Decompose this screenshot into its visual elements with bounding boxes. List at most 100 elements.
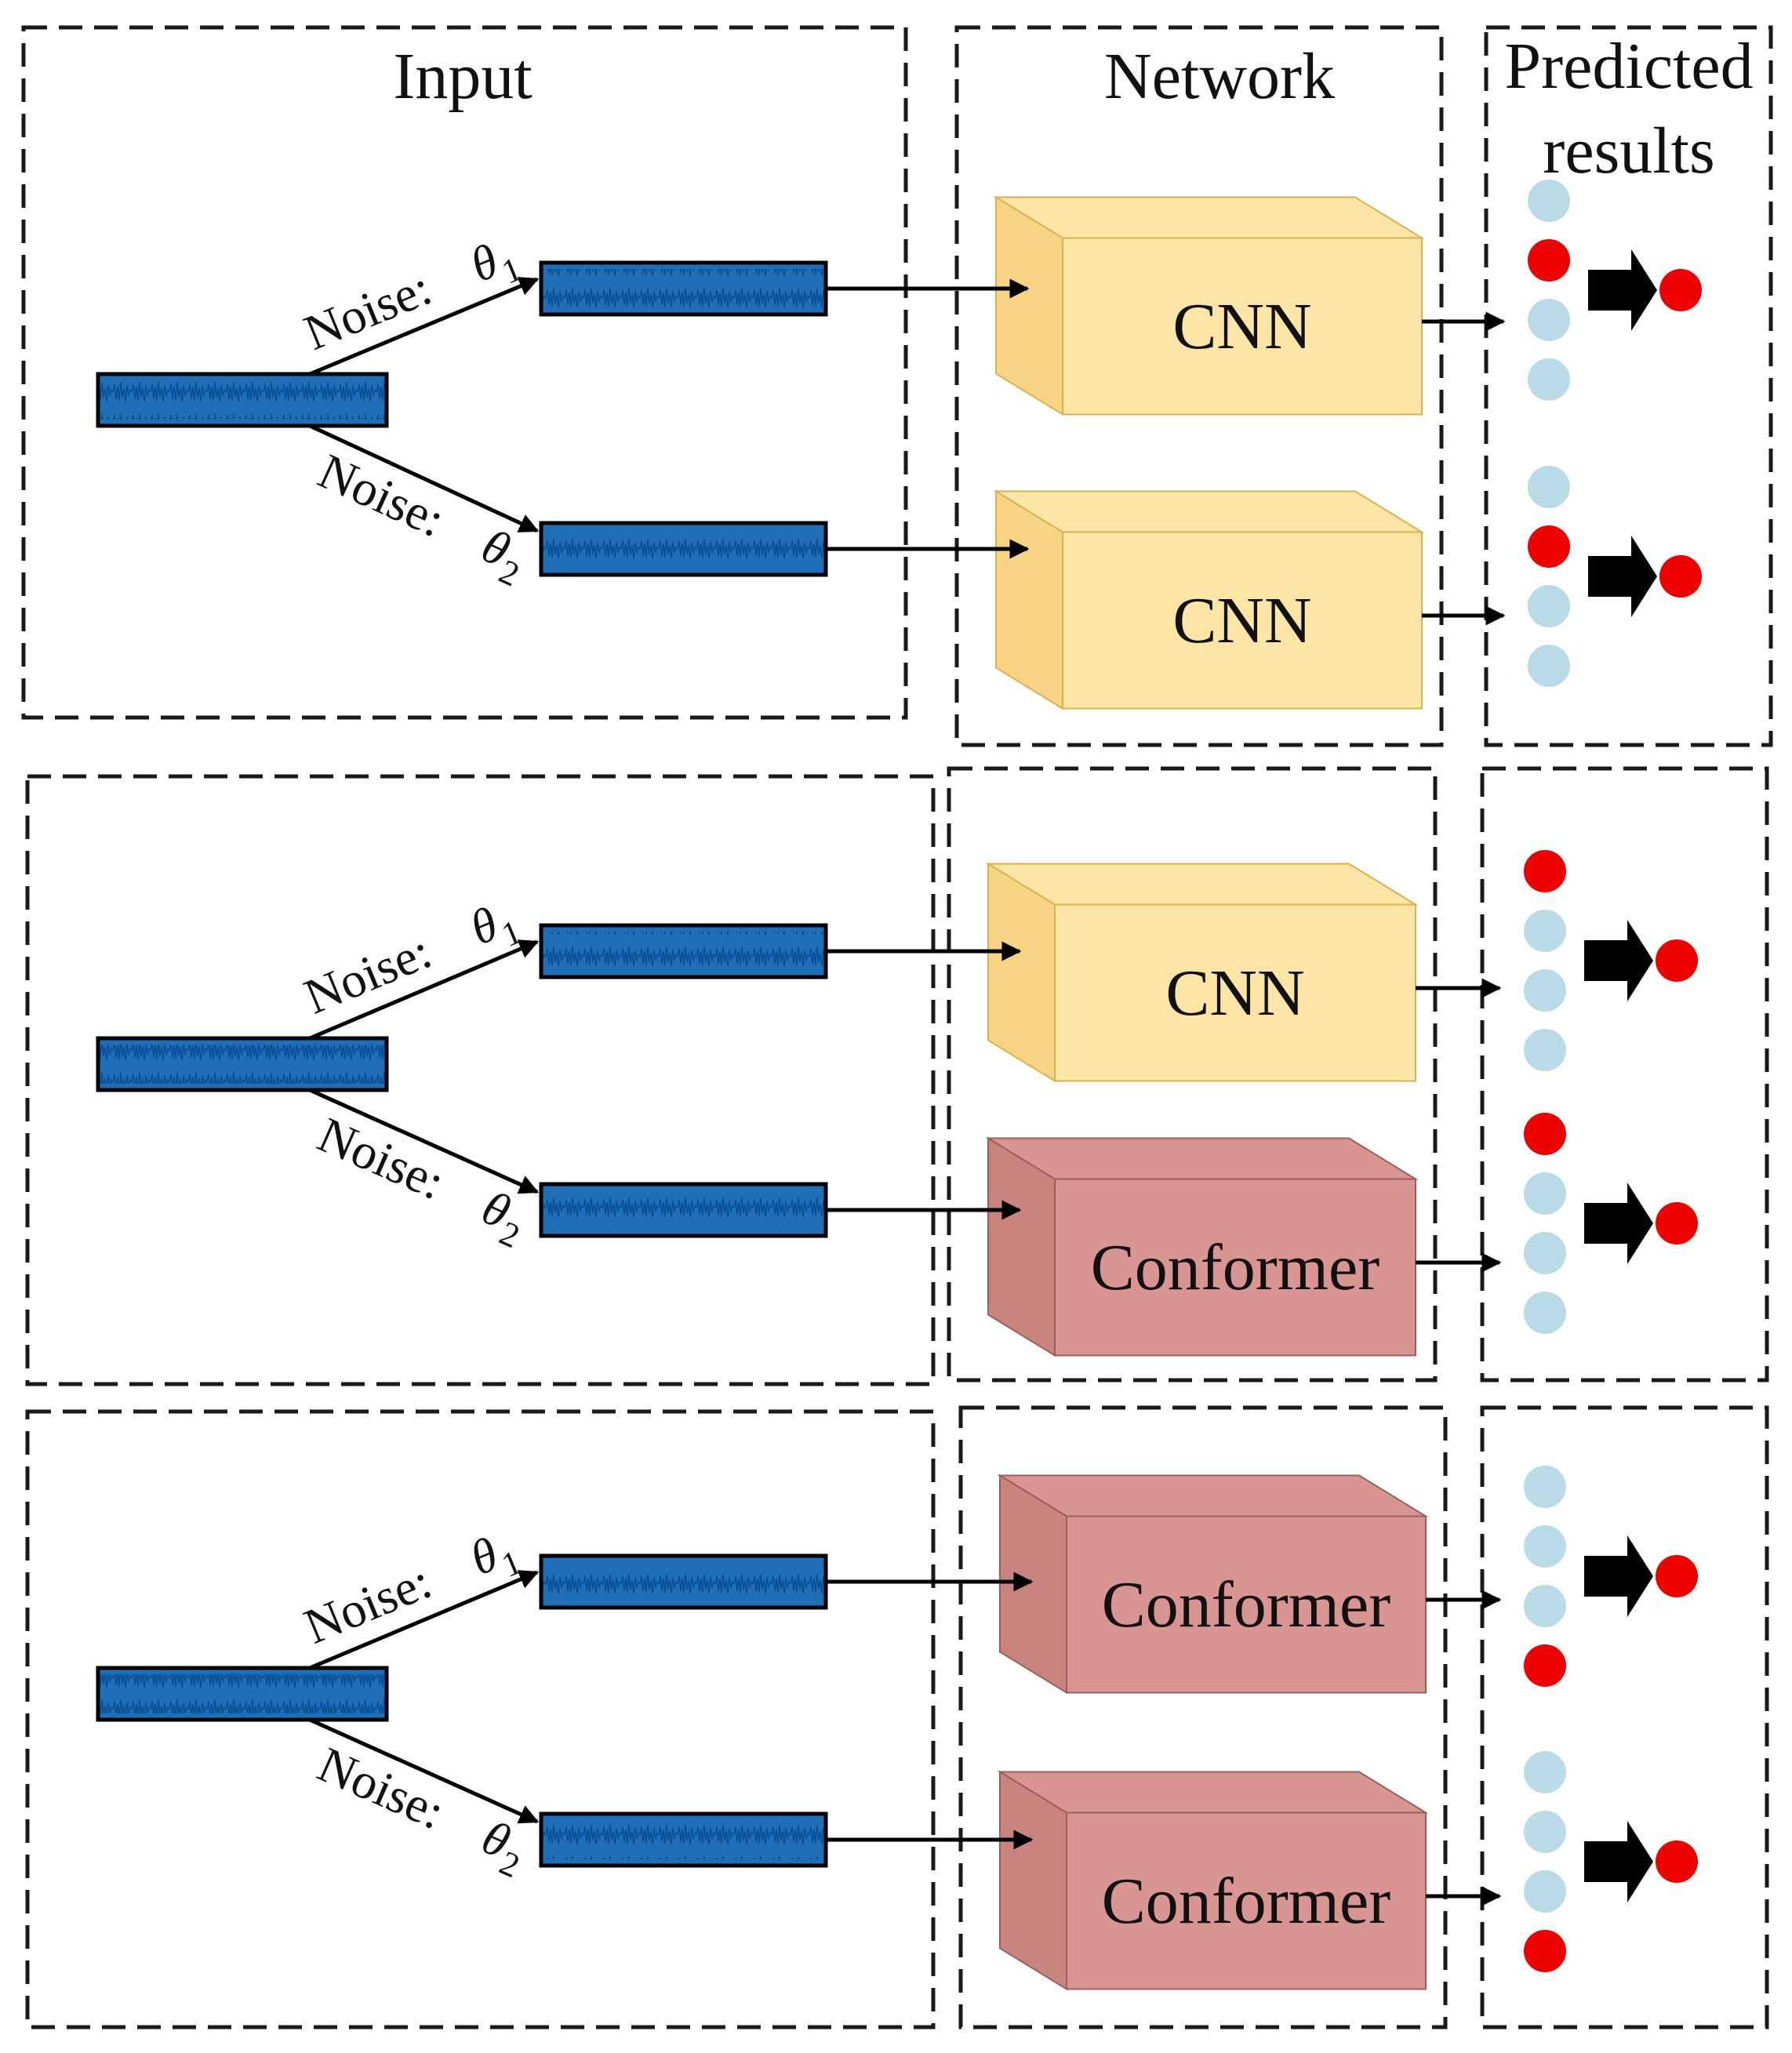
result-arrow <box>1584 1183 1653 1264</box>
cnn-label: CNN <box>1172 290 1311 363</box>
row-2-cnn-block-1: CNN <box>985 862 1419 1083</box>
signal-waveform <box>541 269 826 308</box>
cube-top-face <box>985 863 1419 906</box>
class-dot-active <box>1524 1930 1566 1972</box>
row-3-prediction-2 <box>1524 1751 1698 1972</box>
cube-front-face <box>1054 1178 1416 1357</box>
row-3-input-panel <box>25 1409 936 2029</box>
conformer-label: Conformer <box>1102 1865 1391 1938</box>
result-arrow <box>1588 249 1657 331</box>
row-1-prediction-panel <box>1484 25 1773 747</box>
row-3-noise-label-2: Noise:θ2 <box>310 1736 525 1885</box>
class-dot-active <box>1524 1113 1566 1155</box>
class-dot-inactive <box>1524 1292 1566 1334</box>
row-1-noisy-signal-2 <box>539 521 828 577</box>
row-3-conformer-block-2: Conformer <box>997 1770 1429 1991</box>
signal-waveform <box>98 1674 387 1713</box>
class-dot-active <box>1528 525 1570 568</box>
signal-frame <box>96 1036 389 1092</box>
row-3-branch-arrow-1 <box>309 1570 540 1670</box>
cube-front-face <box>1066 1515 1427 1694</box>
input-column-header: Input <box>393 40 532 113</box>
predicted-class-dot <box>1656 1555 1698 1597</box>
cnn-label: CNN <box>1172 584 1311 657</box>
signal-frame <box>96 372 389 428</box>
row-1-cnn-block-2: CNN <box>993 489 1425 710</box>
row-3-branch-arrow-2 <box>308 1717 540 1824</box>
row-1-source-signal <box>96 372 389 428</box>
row-1-prediction-1 <box>1528 180 1702 401</box>
class-dot-inactive <box>1524 969 1566 1012</box>
class-dot-inactive <box>1524 1172 1566 1215</box>
conformer-label: Conformer <box>1091 1231 1380 1304</box>
row-1-branch-arrow-1 <box>309 277 540 376</box>
row-2-prediction-2 <box>1524 1113 1698 1334</box>
row-2-source-signal <box>96 1036 389 1092</box>
signal-waveform <box>541 1190 826 1230</box>
row-1-prediction-2 <box>1528 466 1702 687</box>
row-2-conformer-block-2: Conformer <box>985 1136 1419 1357</box>
class-dot-inactive <box>1528 299 1570 341</box>
class-dot-inactive <box>1528 180 1570 222</box>
signal-waveform <box>541 1820 826 1859</box>
class-dot-inactive <box>1524 1585 1566 1627</box>
class-dot-inactive <box>1528 645 1570 687</box>
cube-front-face <box>1062 237 1423 416</box>
class-dot-inactive <box>1524 1811 1566 1853</box>
row-3-noisy-signal-1 <box>539 1553 828 1610</box>
predicted-class-dot <box>1656 1840 1698 1883</box>
cube-top-face <box>985 1137 1419 1180</box>
row-2-prediction-panel <box>1480 766 1769 1383</box>
predicted-class-dot <box>1656 939 1698 982</box>
row-3-conformer-block-1: Conformer <box>997 1473 1429 1695</box>
row-2-noise-label-2: Noise:θ2 <box>310 1106 525 1255</box>
row-1-branch-arrow-2 <box>308 423 540 533</box>
class-dot-inactive <box>1528 585 1570 627</box>
class-dot-inactive <box>1524 1029 1566 1071</box>
signal-waveform <box>98 1045 387 1084</box>
row-2-noisy-signal-2 <box>539 1182 828 1238</box>
cube-front-face <box>1054 903 1416 1082</box>
signal-waveform <box>98 380 387 420</box>
class-dot-active <box>1528 239 1570 282</box>
noise-text: Noise: <box>296 260 439 361</box>
class-dot-inactive <box>1524 1232 1566 1274</box>
signal-frame <box>96 1666 389 1722</box>
class-dot-inactive <box>1524 1525 1566 1568</box>
result-arrow <box>1584 1535 1653 1617</box>
predicted-class-dot <box>1659 269 1702 311</box>
cube-top-face <box>997 1771 1429 1814</box>
network-column-header: Network <box>1104 40 1335 113</box>
signal-waveform <box>541 529 826 569</box>
row-2-input-panel <box>25 774 936 1386</box>
class-dot-inactive <box>1524 1870 1566 1913</box>
row-3-prediction-1 <box>1524 1466 1698 1687</box>
signal-waveform <box>541 1562 826 1601</box>
class-dot-inactive <box>1524 910 1566 952</box>
class-dot-active <box>1524 850 1566 892</box>
predicted-column-header-line1: Predicted <box>1504 30 1753 103</box>
cube-top-face <box>993 490 1425 533</box>
row-3-prediction-panel <box>1480 1405 1769 2029</box>
class-dot-active <box>1524 1644 1566 1687</box>
class-dot-inactive <box>1524 1466 1566 1508</box>
class-dot-inactive <box>1528 466 1570 508</box>
row-2-prediction-1 <box>1524 850 1698 1071</box>
cube-top-face <box>997 1474 1429 1517</box>
row-3-noisy-signal-2 <box>539 1811 828 1868</box>
signal-waveform <box>541 932 826 971</box>
noise-text: Noise: <box>296 1553 439 1654</box>
result-arrow <box>1584 920 1653 1001</box>
result-arrow <box>1584 1821 1653 1902</box>
row-1-input-panel <box>21 25 908 720</box>
class-dot-inactive <box>1528 358 1570 401</box>
predicted-class-dot <box>1656 1202 1698 1245</box>
predicted-class-dot <box>1659 555 1702 598</box>
row-2-branch-arrow-1 <box>309 939 540 1041</box>
row-1-noisy-signal-1 <box>539 260 828 317</box>
rows-layer: Noise:θ1CNNNoise:θ2CNNNoise:θ1CNNNoise:θ… <box>21 25 1773 2029</box>
cube-top-face <box>993 196 1425 239</box>
conformer-label: Conformer <box>1102 1568 1391 1641</box>
class-dot-inactive <box>1524 1751 1566 1793</box>
row-2-branch-arrow-2 <box>308 1088 540 1194</box>
